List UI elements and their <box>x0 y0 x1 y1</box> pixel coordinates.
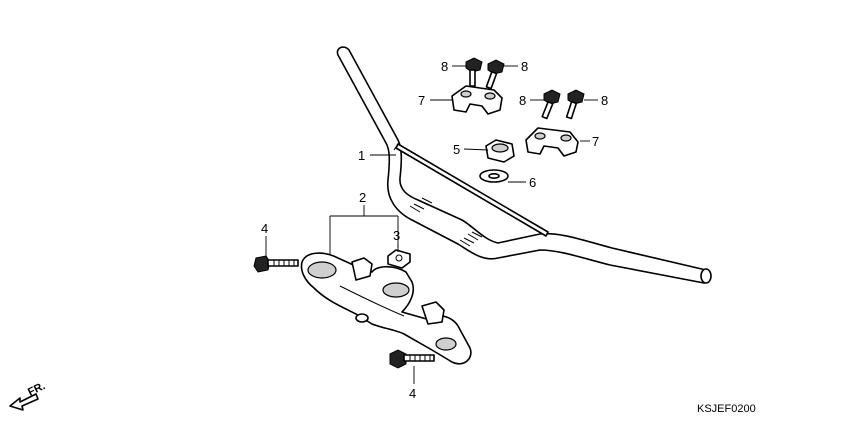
callout-8-d: 8 <box>601 93 608 108</box>
front-arrow-icon <box>9 393 39 411</box>
leader-lines <box>265 65 598 384</box>
front-direction-indicator: FR. <box>9 380 47 411</box>
bolt-part-left <box>253 255 299 273</box>
handlebar-part <box>336 46 712 284</box>
top-bridge-part <box>300 252 472 365</box>
nut-part <box>387 249 411 269</box>
spacer-part <box>485 139 515 163</box>
callout-8-c: 8 <box>519 93 526 108</box>
callout-4-left: 4 <box>261 221 268 236</box>
washer-part <box>479 169 509 183</box>
callout-8-b: 8 <box>521 59 528 74</box>
callout-5: 5 <box>453 142 460 157</box>
callout-4-bottom: 4 <box>409 386 416 401</box>
upper-clamp-part-left <box>451 85 503 115</box>
callout-3: 3 <box>393 228 400 243</box>
callout-6: 6 <box>529 175 536 190</box>
callout-1: 1 <box>358 148 365 163</box>
upper-clamp-part-right <box>525 127 579 157</box>
callout-8-a: 8 <box>441 59 448 74</box>
front-direction-label: FR. <box>26 380 47 399</box>
clamp-bolt-part <box>465 57 585 120</box>
callout-7-left: 7 <box>418 93 425 108</box>
bolt-part-bottom <box>389 349 435 369</box>
callout-2: 2 <box>359 190 366 205</box>
callout-7-right: 7 <box>592 134 599 149</box>
diagram-code: KSJEF0200 <box>697 403 756 415</box>
